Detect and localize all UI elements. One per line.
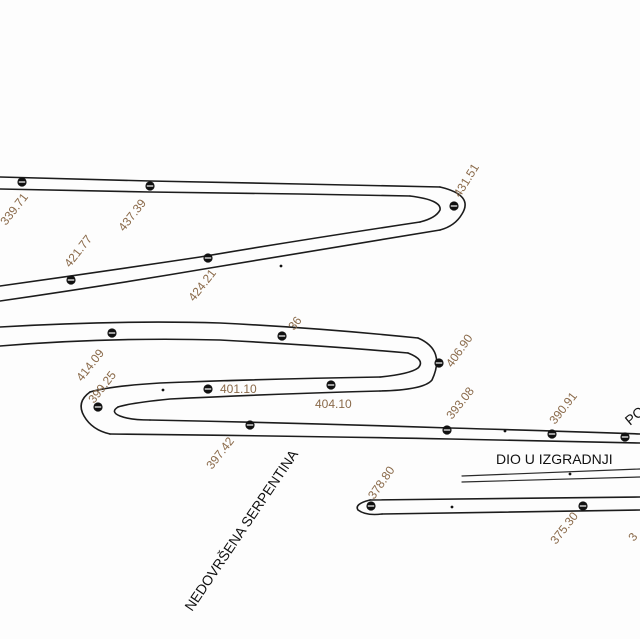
road-hairpin-2-inner <box>379 337 438 392</box>
label-cut-off-right: PO <box>622 403 640 428</box>
road-middle-lower-edge <box>0 338 409 354</box>
survey-marker-icon <box>106 327 118 339</box>
survey-marker-icon <box>244 419 256 431</box>
survey-marker-icon <box>546 428 558 440</box>
survey-marker-icon <box>577 500 589 512</box>
road-hairpin-2-outer <box>379 352 422 378</box>
elevation-label: 339.71 <box>0 190 31 228</box>
road-third-upper-edge <box>89 376 381 393</box>
survey-marker-icon <box>441 424 453 436</box>
survey-marker-icon <box>202 252 214 264</box>
road-bottom-end <box>356 499 383 516</box>
survey-marker-icon <box>433 357 445 369</box>
elevation-label: 378.80 <box>365 463 398 501</box>
spot-dot <box>279 264 283 268</box>
elevation-label: 431.51 <box>451 161 482 200</box>
elevation-label: 404.10 <box>315 397 352 411</box>
survey-marker-icon <box>65 274 77 286</box>
road-fourth-upper-edge <box>149 419 640 435</box>
survey-marker-icon <box>619 431 631 443</box>
road-bottom-lower-edge <box>381 509 640 515</box>
elevation-label: 36 <box>285 313 304 332</box>
survey-marker-icon <box>325 379 337 391</box>
label-unfinished-serpentine: NEDOVRŠENA SERPENTINA <box>181 446 301 614</box>
road-hairpin-3-inner <box>113 406 151 421</box>
label-under-construction: DIO U IZGRADNJI <box>496 451 613 467</box>
road-construction-lower <box>461 476 640 483</box>
spot-dot <box>450 505 454 509</box>
road-top-lower-edge <box>0 188 411 197</box>
elevation-label: 397.42 <box>203 434 237 472</box>
road-third-lower-edge <box>117 390 381 408</box>
road-diagonal-upper <box>0 221 421 287</box>
survey-marker-icon <box>276 330 288 342</box>
road-hairpin-1-outer <box>439 186 466 231</box>
survey-marker-icon <box>202 383 214 395</box>
survey-marker-icon <box>16 176 28 188</box>
elevation-label: 393.08 <box>443 384 477 422</box>
elevation-label: 437.39 <box>115 196 149 234</box>
survey-marker-icon <box>448 200 460 212</box>
elevation-label: 375.30 <box>547 509 581 547</box>
road-top-upper-edge <box>0 176 441 188</box>
road-bottom-upper-edge <box>369 496 640 501</box>
road-middle-upper-edge <box>0 321 419 339</box>
road-fourth-lower-edge <box>109 433 640 444</box>
road-construction-upper <box>461 468 640 477</box>
road-hairpin-3-outer <box>80 391 111 435</box>
elevation-label: 421.77 <box>61 232 95 270</box>
elevation-label: 3 <box>625 530 640 544</box>
road-diagonal-lower <box>0 229 441 302</box>
spot-dot <box>503 429 507 433</box>
spot-dot <box>161 388 165 392</box>
survey-marker-icon <box>365 500 377 512</box>
elevation-label: 390.91 <box>546 389 580 427</box>
road-hairpin-1-inner <box>409 195 441 223</box>
spot-dot <box>568 472 572 476</box>
elevation-label: 401.10 <box>220 382 257 396</box>
elevation-label: 406.90 <box>443 331 476 369</box>
survey-marker-icon <box>144 180 156 192</box>
